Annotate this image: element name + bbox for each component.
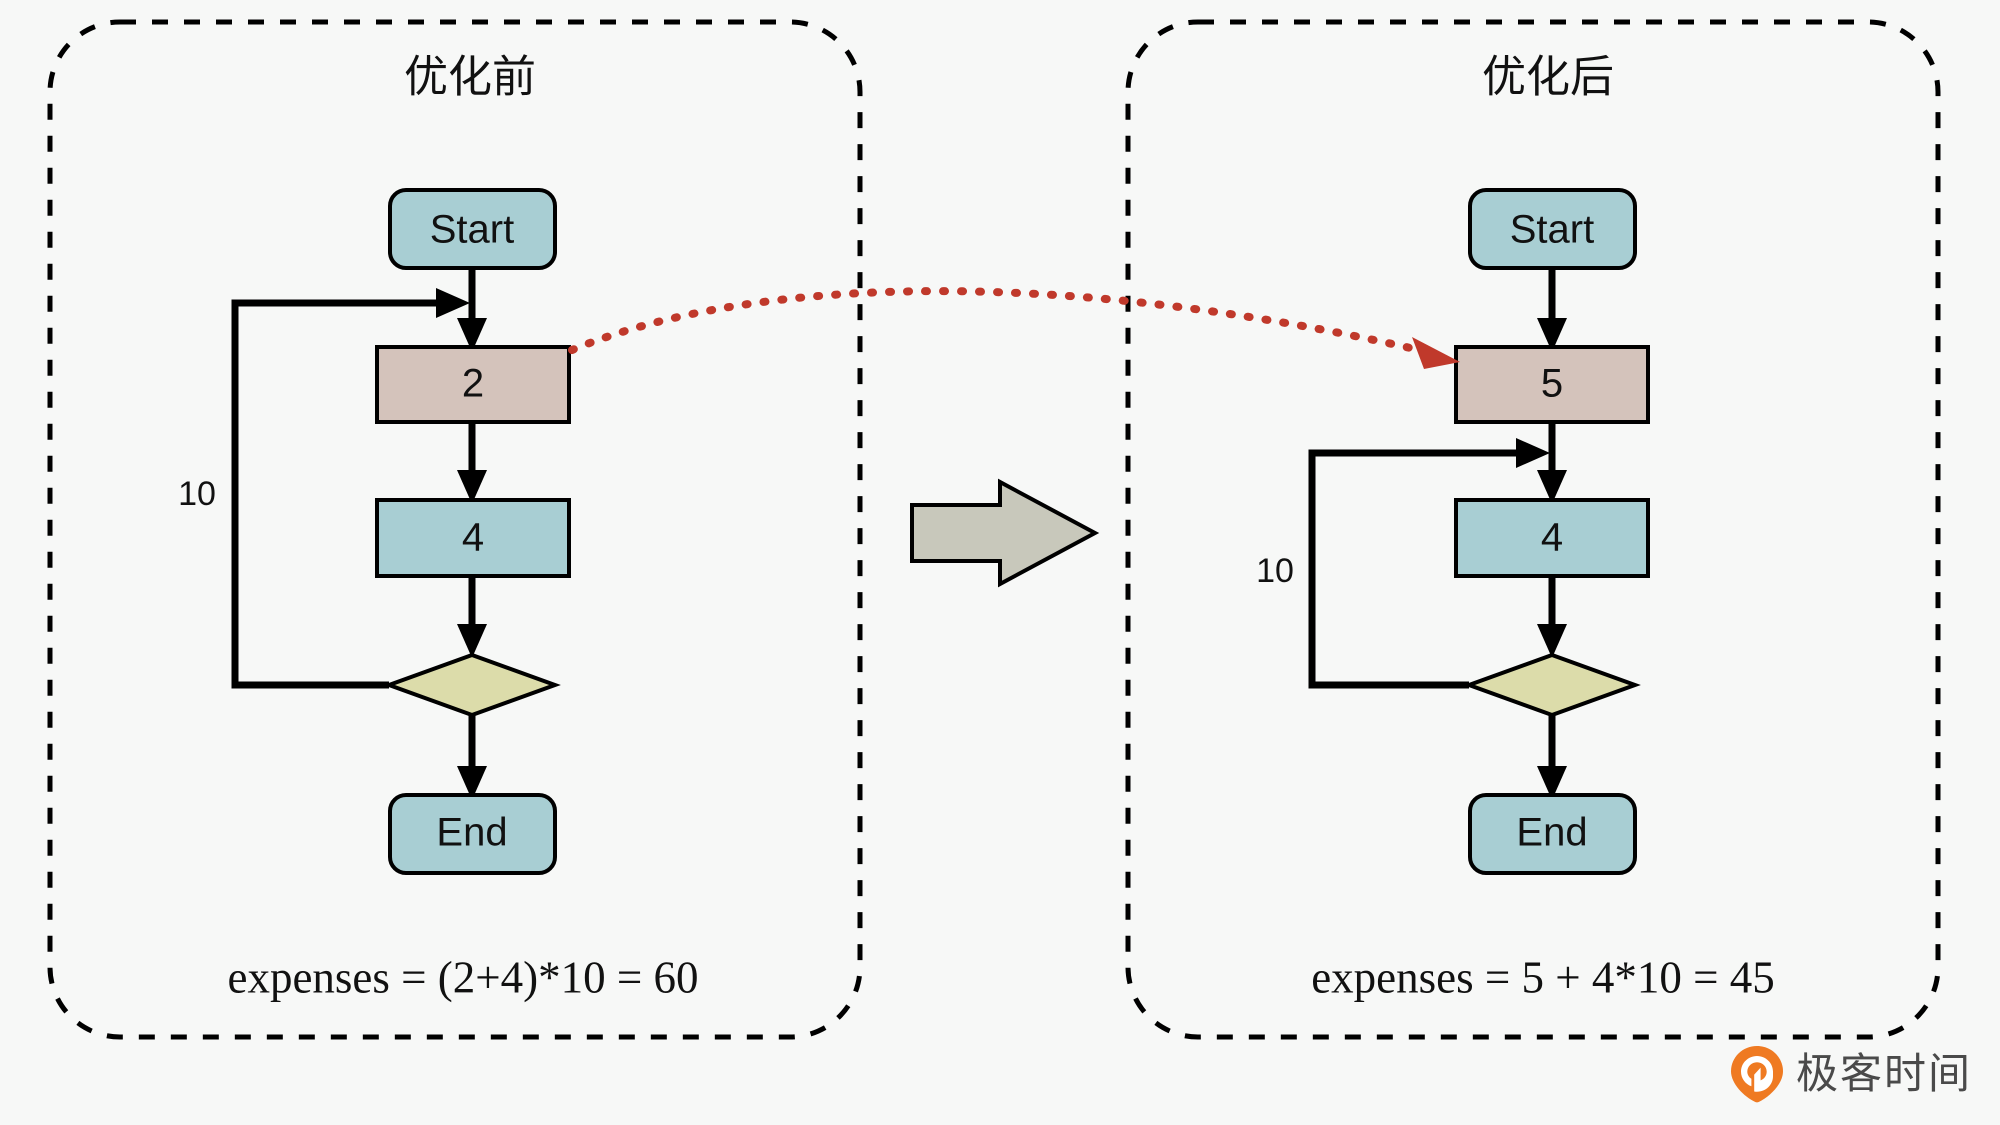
after-decision-node (1463, 652, 1641, 718)
after-arrowhead-cost-to-task (1537, 470, 1567, 504)
after-cost-label: 5 (1541, 362, 1563, 406)
before-loop-back-edge (231, 299, 445, 689)
before-loop-count-label: 10 (178, 475, 216, 513)
before-arrowhead-task-to-decision (457, 624, 487, 658)
before-cost-label: 2 (462, 362, 484, 406)
before-start-label: Start (430, 208, 514, 252)
before-formula: expenses = (2+4)*10 = 60 (227, 952, 698, 1002)
after-task-node (1454, 498, 1650, 578)
optimization-link-arrowhead (1412, 337, 1460, 369)
panel-before-title: 优化前 (404, 53, 536, 102)
after-loop-back-edge (1308, 449, 1525, 689)
after-arrowhead-task-to-decision (1537, 624, 1567, 658)
after-end-label: End (1516, 811, 1587, 855)
brand-logo-text: 极客时间 (1795, 1050, 1972, 1097)
after-start-label: Start (1510, 208, 1594, 252)
after-arrowhead-decision-to-end (1537, 766, 1567, 800)
before-loop-arrowhead (436, 288, 470, 318)
before-task-label: 4 (462, 516, 484, 560)
after-arrowhead-start-to-cost (1537, 318, 1567, 352)
panel-before-border (47, 19, 863, 1040)
after-formula: expenses = 5 + 4*10 = 45 (1311, 952, 1775, 1002)
panel-after-border (1125, 19, 1941, 1040)
geekbang-pin-icon (1730, 1045, 1784, 1103)
after-loop-count-label: 10 (1256, 552, 1294, 590)
panel-after-title: 优化后 (1482, 53, 1614, 102)
after-end-node (1468, 793, 1637, 875)
brand-logo: 极客时间 (1730, 1045, 1972, 1103)
optimization-link (568, 287, 1436, 357)
panel-before: 优化前 Start 2 4 (47, 19, 863, 1040)
before-arrowhead-decision-to-end (457, 766, 487, 800)
before-arrowhead-cost-to-task (457, 470, 487, 504)
after-loop-arrowhead (1516, 438, 1550, 468)
before-decision-node (383, 652, 561, 718)
panel-after: 优化后 Start 5 4 (1125, 19, 1941, 1040)
before-arrowhead-start-to-cost (457, 318, 487, 352)
transformation-arrow (910, 478, 1100, 588)
before-end-node (388, 793, 557, 875)
after-task-label: 4 (1541, 516, 1563, 560)
before-end-label: End (436, 811, 507, 855)
